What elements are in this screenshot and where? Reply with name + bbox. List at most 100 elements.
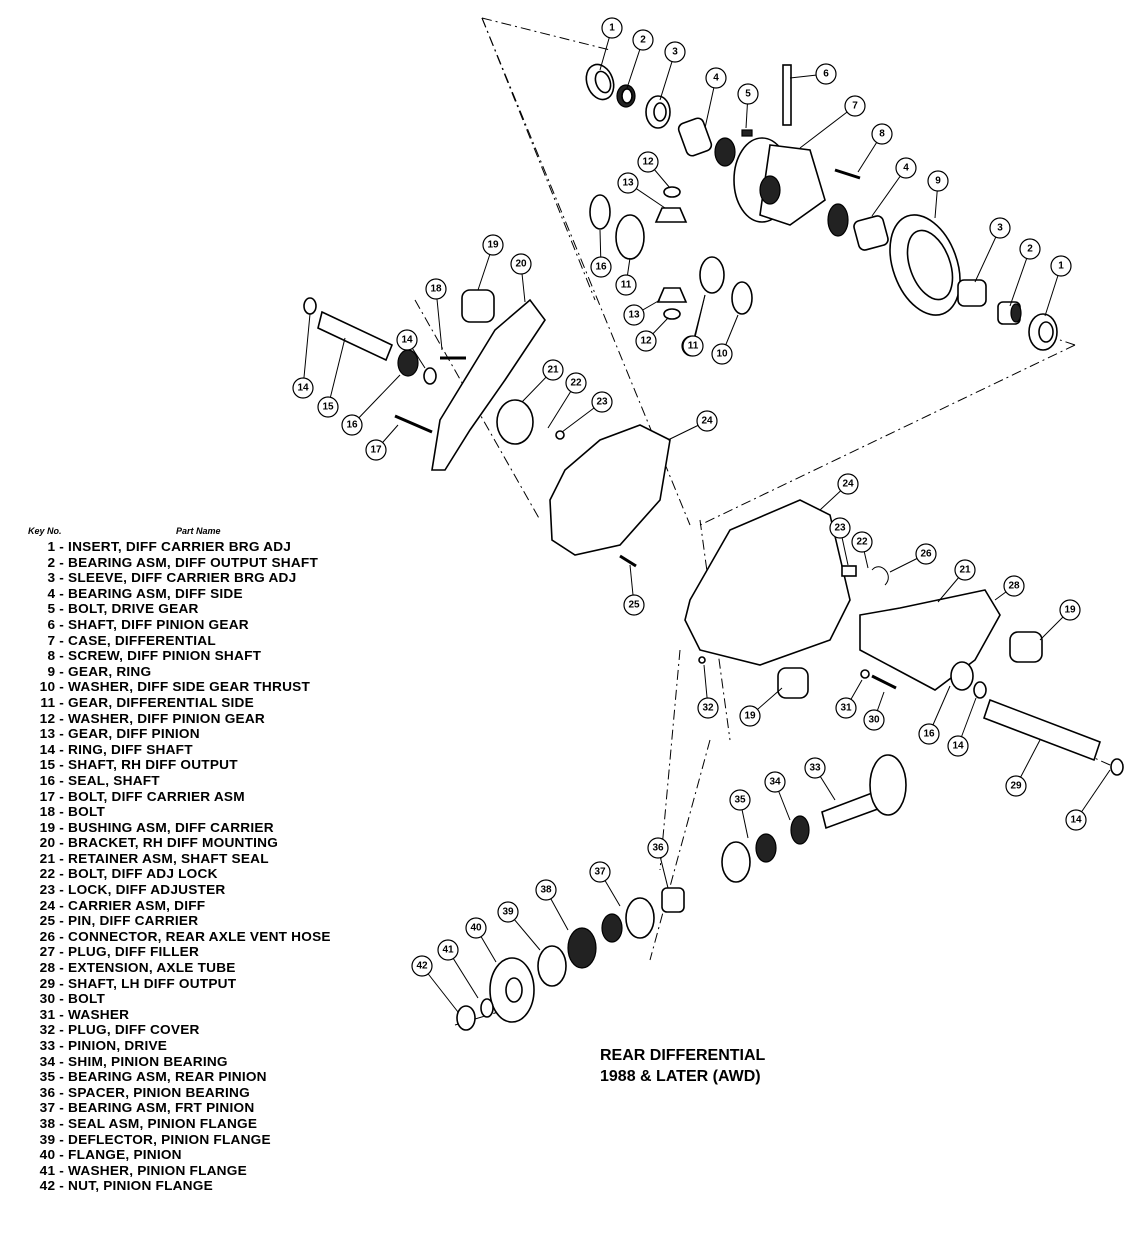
legend-item: 32 - PLUG, DIFF COVER [28, 1022, 406, 1038]
legend-item-name: - BOLT, DIFF ADJ LOCK [55, 866, 218, 882]
callout-number: 33 [809, 763, 821, 774]
callout-number: 30 [868, 715, 880, 726]
legend-item-name: - WASHER, DIFF PINION GEAR [55, 710, 265, 726]
legend-item: 5 - BOLT, DRIVE GEAR [28, 601, 406, 617]
legend-item-number: 18 [39, 804, 56, 820]
callout-7: 7 [799, 95, 866, 149]
legend-item-number: 36 [39, 1084, 56, 1100]
callout-19: 19 [477, 234, 504, 291]
legend-item: 17 - BOLT, DIFF CARRIER ASM [28, 789, 406, 805]
callout-33: 33 [804, 757, 836, 801]
part-washer-12-bot [663, 308, 681, 320]
callout-39: 39 [497, 901, 541, 951]
callout-bubble [623, 304, 645, 326]
legend-item-name: - SHIM, PINION BEARING [55, 1053, 228, 1069]
callout-bubble [425, 278, 447, 300]
callout-number: 39 [502, 907, 514, 918]
callout-24: 24 [667, 410, 718, 441]
callout-bubble [396, 329, 418, 351]
callout-bubble [542, 359, 564, 381]
legend-item-name: - SCREW, DIFF PINION SHAFT [55, 648, 262, 664]
callout-bubble [292, 377, 314, 399]
legend-item-number: 16 [39, 772, 56, 788]
legend-item-name: - BEARING ASM, REAR PINION [55, 1069, 267, 1085]
callout-bubble [851, 531, 873, 553]
part-bolt-30 [871, 674, 897, 690]
callout-number: 11 [688, 341, 699, 352]
legend-item-number: 2 [47, 554, 56, 570]
legend-item-number: 40 [39, 1147, 56, 1163]
part-lock-23-rh [555, 430, 565, 440]
callout-bubble [815, 63, 837, 85]
callout-bubble [947, 735, 969, 757]
part-washer-41 [480, 998, 494, 1018]
legend-item: 20 - BRACKET, RH DIFF MOUNTING [28, 835, 406, 851]
callout-leader [302, 313, 311, 389]
part-flange-40 [489, 957, 535, 1023]
legend-item: 35 - BEARING ASM, REAR PINION [28, 1069, 406, 1085]
part-sleeve-3a [645, 95, 671, 129]
part-bracket-20 [431, 298, 546, 471]
callout-bubble [837, 473, 859, 495]
part-shaft-6 [782, 64, 792, 126]
legend-item: 27 - PLUG, DIFF FILLER [28, 944, 406, 960]
part-bolt-17 [394, 414, 433, 434]
callout-bubble [1050, 255, 1072, 277]
legend-item-name: - PIN, DIFF CARRIER [55, 913, 199, 929]
part-washer-16-top [589, 194, 611, 230]
callout-number: 19 [744, 711, 756, 722]
callout-bubble [918, 723, 940, 745]
part-bearing-4a [677, 117, 736, 167]
part-pinion-13-bot [656, 287, 688, 303]
callout-bubble [341, 414, 363, 436]
callout-number: 2 [1027, 244, 1033, 255]
legend-item: 38 - SEAL ASM, PINION FLANGE [28, 1116, 406, 1132]
callout-24: 24 [819, 473, 859, 511]
legend-item-number: 11 [40, 694, 56, 710]
legend-item-name: - SHAFT, LH DIFF OUTPUT [55, 975, 237, 991]
callout-number: 37 [594, 867, 606, 878]
part-shaft-15 [317, 310, 394, 362]
callout-bubble [915, 543, 937, 565]
callout-23: 23 [561, 391, 613, 433]
callout-number: 17 [370, 445, 382, 456]
part-shim-34 [790, 815, 810, 845]
callout-16: 16 [590, 229, 612, 278]
legend-item-name: - SLEEVE, DIFF CARRIER BRG ADJ [55, 570, 297, 586]
part-ring-14-lh [973, 681, 987, 699]
callout-bubble [647, 837, 669, 859]
callout-22: 22 [851, 531, 873, 569]
callout-number: 13 [622, 178, 634, 189]
callout-bubble [1003, 575, 1025, 597]
legend-item: 1 - INSERT, DIFF CARRIER BRG ADJ [28, 539, 406, 555]
callout-number: 2 [640, 35, 646, 46]
callout-11: 11 [682, 294, 706, 357]
callout-bubble [895, 157, 917, 179]
legend-item-number: 13 [39, 726, 56, 742]
callout-number: 14 [952, 741, 964, 752]
callout-bubble [601, 17, 623, 39]
part-case-7 [733, 137, 826, 226]
callout-bubble [590, 256, 612, 278]
title-line-2: 1988 & LATER (AWD) [600, 1068, 761, 1085]
legend-item: 30 - BOLT [28, 991, 406, 1007]
callout-number: 1 [1058, 261, 1064, 272]
part-vent-26 [871, 566, 889, 586]
legend-item-number: 41 [39, 1162, 56, 1178]
part-sleeve-3b [957, 279, 987, 307]
part-bearing-2a [616, 84, 636, 108]
callout-leader [327, 337, 346, 408]
part-seal-16-rh [397, 349, 419, 377]
part-plug-32 [698, 656, 706, 664]
callout-14: 14 [947, 697, 977, 757]
legend-item-name: - GEAR, RING [55, 663, 152, 679]
part-gear-11-mid [699, 256, 725, 294]
callout-2: 2 [626, 29, 654, 89]
legend-item-number: 23 [39, 882, 56, 898]
legend-item-name: - BEARING ASM, FRT PINION [55, 1100, 255, 1116]
legend-item-number: 17 [39, 788, 56, 804]
callout-15: 15 [317, 337, 346, 418]
part-deflector-39 [537, 945, 567, 987]
callout-14: 14 [1065, 769, 1111, 831]
callout-number: 41 [442, 945, 454, 956]
